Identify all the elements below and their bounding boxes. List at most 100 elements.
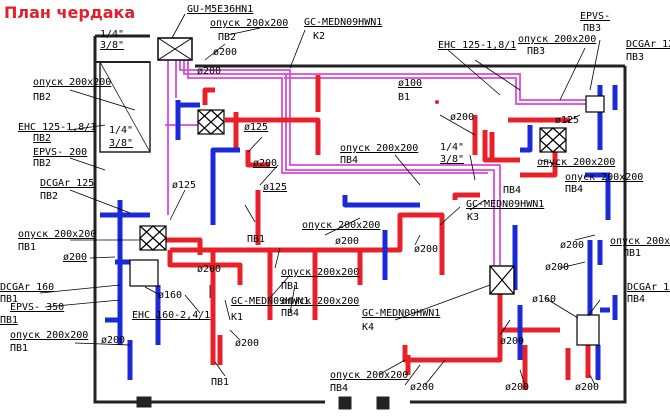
annotation-labels: GU-M5E36HN1 1/4" 3/8" опуск 200x200 ПВ2 …	[0, 4, 670, 394]
label-ehc-left: EHC 125-1,8/1	[18, 122, 96, 133]
label-r2-quarter: 1/4"	[109, 125, 133, 136]
heater-ehc-160	[129, 259, 159, 287]
label-d125-mid1: ø125	[244, 122, 268, 133]
recuperator-pv1	[139, 225, 167, 251]
label-opusk-top2: опуск 200x200	[518, 34, 596, 45]
label-pv3-a: ПВ3	[583, 23, 601, 34]
label-opusk-pv4: опуск 200x200	[340, 143, 418, 154]
label-d200-mid4: ø200	[197, 264, 221, 275]
leader-lines	[39, 13, 601, 386]
label-pv4-right3: ПВ4	[627, 294, 645, 305]
exhaust-ducts	[100, 85, 618, 380]
label-d200-top: ø200	[213, 47, 237, 58]
label-opusk-right2: опуск 200x200	[565, 172, 643, 183]
label-d125-right: ø125	[555, 115, 579, 126]
label-pv1-mid: ПВ1	[247, 234, 265, 245]
label-opusk-bottom: опуск 200x200	[330, 370, 408, 381]
label-k4: K4	[362, 322, 374, 333]
label-opusk-left3: опуск 200x200	[10, 330, 88, 341]
label-pv2-left2: ПВ2	[33, 133, 51, 144]
outdoor-unit-gu	[157, 37, 193, 61]
supply-ducts	[152, 75, 591, 390]
label-r2-38: 3/8"	[109, 138, 133, 149]
label-k1: K1	[231, 312, 243, 323]
label-pv4-mid4: ПВ4	[281, 308, 299, 319]
label-gc-k1: GC-MEDN09HWN1	[231, 296, 309, 307]
label-d200-mid1: ø200	[197, 66, 221, 77]
label-d200-bottom5: ø200	[500, 336, 524, 347]
label-dcgar-left: DCGAr 125	[40, 178, 94, 189]
label-d200-right1: ø200	[253, 158, 277, 169]
label-epvs-left: EPVS- 200	[33, 147, 87, 158]
label-pv1-left2: ПВ1	[0, 294, 18, 305]
label-d200-bottom4: ø200	[575, 382, 599, 393]
label-r3-quarter: 1/4"	[440, 142, 464, 153]
label-gc-top: GC-MEDN09HWN1	[304, 17, 382, 28]
label-opusk-mid4: опуск 200x200	[281, 296, 359, 307]
label-d200-bottom2: ø200	[410, 382, 434, 393]
label-b1: B1	[398, 92, 410, 103]
label-gc-k4: GC-MEDN09HWN1	[362, 308, 440, 319]
label-dcgar-left2: DCGAr 160	[0, 282, 54, 293]
label-d200-left2: ø200	[101, 335, 125, 346]
label-pv1-mid3: ПВ1	[281, 281, 299, 292]
label-pv3-b: ПВ3	[626, 52, 644, 63]
label-epvs-top: EPVS-	[580, 11, 610, 22]
fresh-air-b1-marker	[435, 100, 439, 104]
label-d200-right3: ø200	[545, 262, 569, 273]
label-k2: K2	[313, 31, 325, 42]
label-d200-left1: ø200	[63, 252, 87, 263]
label-gc-k3: GC-MEDN09HWN1	[466, 199, 544, 210]
label-epvs-left2: EPVS- 350	[10, 302, 64, 313]
label-pv2-left3: ПВ2	[33, 158, 51, 169]
label-d200-bottom1: ø200	[235, 338, 259, 349]
indoor-unit-pv3	[585, 95, 605, 113]
building-walls	[93, 34, 627, 410]
recuperator-pv2	[197, 109, 225, 135]
label-d160-right: ø160	[532, 294, 556, 305]
label-dcgar-right: DCGAr 125	[627, 282, 670, 293]
plan-title: План чердака	[4, 3, 135, 22]
label-d125-mid2: ø125	[263, 182, 287, 193]
label-pv2-left4: ПВ2	[40, 191, 58, 202]
label-d125-mid3: ø125	[172, 180, 196, 191]
label-pv2-top: ПВ2	[218, 32, 236, 43]
label-opusk-left1: опуск 200x200	[33, 77, 111, 88]
label-d200-right2: ø200	[450, 112, 474, 123]
label-d100: ø100	[398, 78, 422, 89]
label-r1-quarter: 1/4"	[100, 29, 124, 40]
label-k3: K3	[467, 212, 479, 223]
label-d200-right4: ø200	[560, 240, 584, 251]
label-d200-bottom3: ø200	[505, 382, 529, 393]
label-d160-left: ø160	[158, 290, 182, 301]
label-r3-38: 3/8"	[440, 154, 464, 165]
label-ehc-top: EHC 125-1,8/1	[438, 40, 516, 51]
label-pv4-bottom: ПВ4	[330, 383, 348, 394]
label-pv4-right2: ПВ4	[565, 184, 583, 195]
label-pv1-left3: ПВ1	[0, 315, 18, 326]
label-d200-mid3: ø200	[414, 244, 438, 255]
label-gu-unit: GU-M5E36HN1	[187, 4, 253, 15]
label-pv1-bottom: ПВ1	[211, 377, 229, 388]
label-pv1-left4: ПВ1	[10, 343, 28, 354]
label-pv4-right: ПВ4	[503, 185, 521, 196]
label-r1-38: 3/8"	[100, 40, 124, 51]
label-opusk-mid3: опуск 200x200	[281, 267, 359, 278]
label-pv3-c: ПВ3	[527, 46, 545, 57]
label-dcgar-top: DCGAr 125	[626, 39, 670, 50]
indoor-unit-pv4	[576, 314, 600, 346]
equipment-units	[129, 95, 605, 346]
label-pv2-left1: ПВ2	[33, 92, 51, 103]
label-opusk-right1: опуск 200x200	[537, 157, 615, 168]
label-opusk-mid2: опуск 200x200	[302, 220, 380, 231]
recuperator-pv3	[539, 127, 567, 153]
label-pv4-mid: ПВ4	[340, 155, 358, 166]
label-d200-mid2: ø200	[335, 236, 359, 247]
label-ehc-160: EHC 160-2,4/1	[132, 310, 210, 321]
label-pv1-left1: ПВ1	[18, 242, 36, 253]
label-pv1-right: ПВ1	[623, 248, 641, 259]
label-opusk-top1: опуск 200x200	[210, 18, 288, 29]
label-opusk-right3: опуск 200x	[610, 236, 670, 247]
label-opusk-left2: опуск 200x200	[18, 229, 96, 240]
